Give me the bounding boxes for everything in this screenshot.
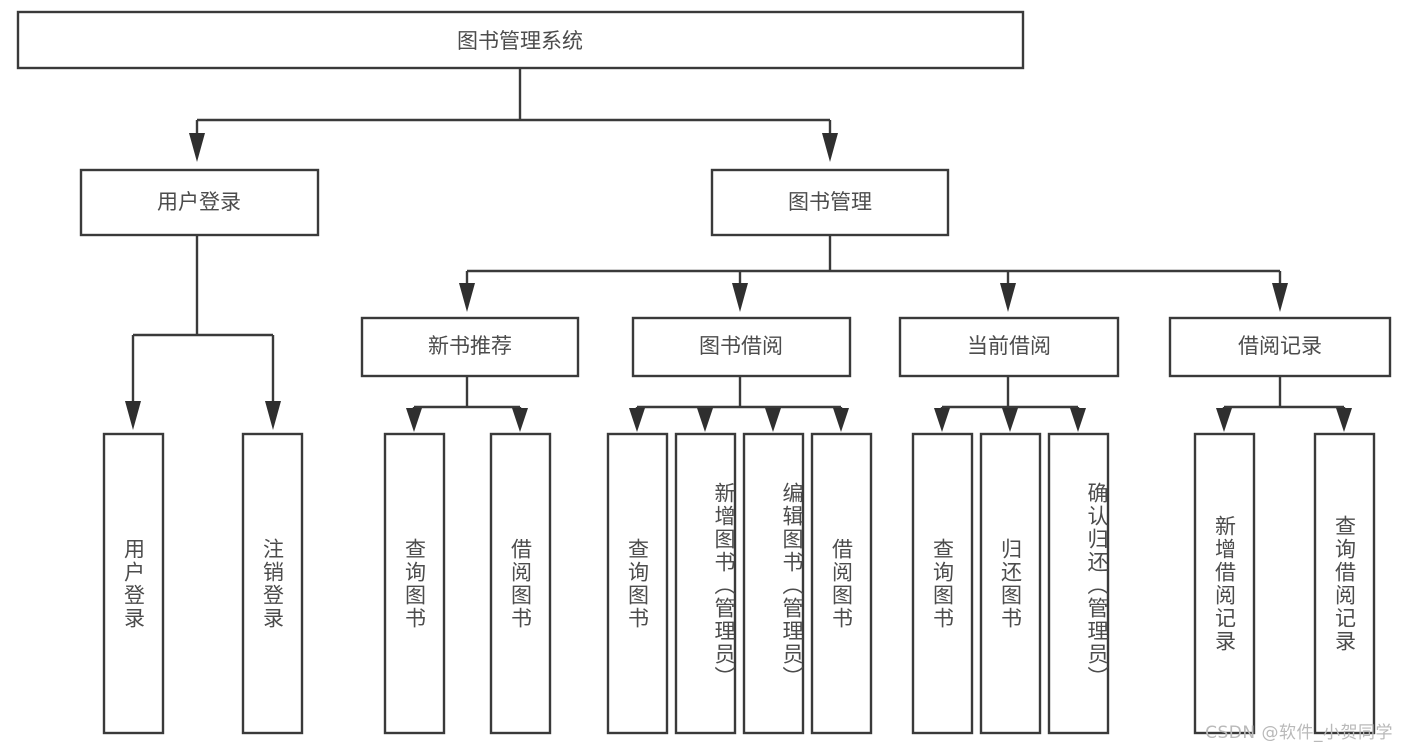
arrow-head-icon (1070, 408, 1086, 432)
node-box-shape[interactable] (911, 432, 974, 735)
leaf-node-add-borrow-record[interactable] (1193, 432, 1256, 735)
connector-root-to-level2 (189, 68, 838, 162)
node-box-shape[interactable] (383, 432, 446, 735)
connector-userlogin-to-leaves (125, 235, 281, 430)
leaf-node-edit-book-admin[interactable] (742, 432, 805, 735)
node-box-shape[interactable] (489, 432, 552, 735)
node-box-shape[interactable] (1168, 316, 1392, 378)
leaf-node-query-borrow-record[interactable] (1313, 432, 1376, 735)
leaf-node-logout[interactable] (241, 432, 304, 735)
arrow-head-icon (822, 133, 838, 162)
node-book-management[interactable]: 图书管理 (710, 168, 950, 237)
node-label-book-management: 图书管理 (788, 190, 872, 214)
node-box-shape[interactable] (674, 432, 737, 735)
node-book-borrow[interactable]: 图书借阅 (631, 316, 852, 378)
node-box-shape[interactable] (241, 432, 304, 735)
node-label-new-book-recommend: 新书推荐 (428, 334, 512, 358)
connector-newbook-to-leaves (406, 376, 528, 432)
arrow-head-icon (934, 408, 950, 432)
node-label-current-borrow: 当前借阅 (967, 334, 1051, 358)
arrow-head-icon (1000, 283, 1016, 312)
connector-bookmgmt-to-level3 (459, 235, 1288, 312)
arrow-head-icon (406, 408, 422, 432)
node-box-shape[interactable] (742, 432, 805, 735)
arrow-head-icon (265, 401, 281, 430)
node-root[interactable]: 图书管理系统 (16, 10, 1025, 70)
arrow-head-icon (459, 283, 475, 312)
arrow-head-icon (512, 408, 528, 432)
node-box-shape[interactable] (979, 432, 1042, 735)
node-label-book-borrow: 图书借阅 (699, 334, 783, 358)
node-current-borrow[interactable]: 当前借阅 (898, 316, 1120, 378)
node-box-shape[interactable] (898, 316, 1120, 378)
leaf-node-query-book-current[interactable] (911, 432, 974, 735)
node-label-root: 图书管理系统 (457, 29, 583, 53)
node-box-shape[interactable] (1313, 432, 1376, 735)
arrow-head-icon (1216, 408, 1232, 432)
node-box-shape[interactable] (810, 432, 873, 735)
node-box-shape[interactable] (360, 316, 580, 378)
node-box-shape[interactable] (631, 316, 852, 378)
connector-borrowrecord-to-leaves (1216, 376, 1352, 432)
leaf-node-return-book[interactable] (979, 432, 1042, 735)
connector-bookborrow-to-leaves (629, 376, 849, 432)
leaf-node-add-book-admin[interactable] (674, 432, 737, 735)
arrow-head-icon (1002, 408, 1018, 432)
arrow-head-icon (697, 408, 713, 432)
leaf-node-confirm-return-admin[interactable] (1047, 432, 1110, 735)
node-box-shape[interactable] (1193, 432, 1256, 735)
node-box-shape[interactable] (710, 168, 950, 237)
connector-currentborrow-to-leaves (934, 376, 1086, 432)
watermark-text: CSDN @软件_小贺同学 (1205, 723, 1393, 743)
node-box-shape[interactable] (79, 168, 320, 237)
arrow-head-icon (189, 133, 205, 162)
leaf-node-borrow-book[interactable] (810, 432, 873, 735)
arrow-head-icon (1272, 283, 1288, 312)
node-label-borrow-record: 借阅记录 (1238, 334, 1322, 358)
node-new-book-recommend[interactable]: 新书推荐 (360, 316, 580, 378)
arrow-head-icon (765, 408, 781, 432)
arrow-head-icon (833, 408, 849, 432)
node-box-shape[interactable] (102, 432, 165, 735)
node-user-login[interactable]: 用户登录 (79, 168, 320, 237)
arrow-head-icon (125, 401, 141, 430)
leaf-node-query-book-recommend[interactable] (383, 432, 446, 735)
node-label-user-login: 用户登录 (157, 190, 241, 214)
leaf-node-borrow-book-recommend[interactable] (489, 432, 552, 735)
node-box-shape[interactable] (606, 432, 669, 735)
arrow-head-icon (1336, 408, 1352, 432)
node-box-shape[interactable] (16, 10, 1025, 70)
node-box-shape[interactable] (1047, 432, 1110, 735)
arrow-head-icon (732, 283, 748, 312)
node-borrow-record[interactable]: 借阅记录 (1168, 316, 1392, 378)
arrow-head-icon (629, 408, 645, 432)
leaf-node-user-login[interactable] (102, 432, 165, 735)
leaf-node-query-book-borrow[interactable] (606, 432, 669, 735)
